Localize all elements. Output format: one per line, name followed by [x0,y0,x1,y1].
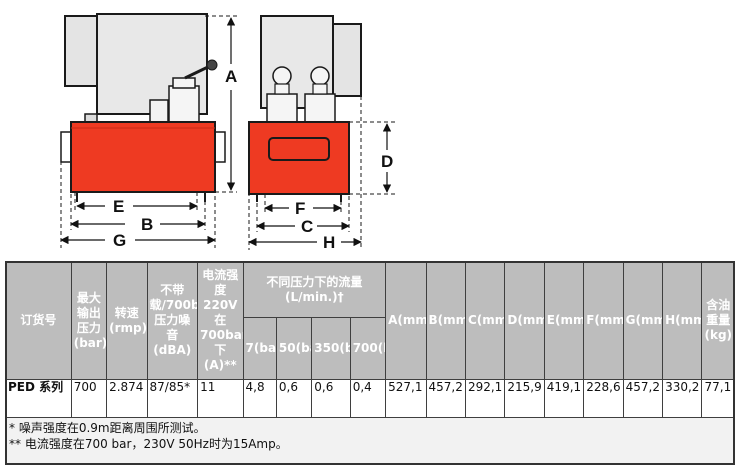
header-model: 订货号 [5,261,72,380]
header-dim-h: H(mm) [662,261,703,380]
header-dim-d: D(mm) [504,261,545,380]
header-dim-c: C(mm) [464,261,506,380]
cell-dim-e: 419,1 [543,379,585,418]
dim-label-g: G [113,231,126,250]
cell-flow-7: 4,8 [242,379,277,418]
spec-table: 订货号 最大输出压力(bar) 转速(rmp) 不带载/700bar压力噪音(d… [5,261,735,465]
dim-label-b: B [141,215,153,234]
cell-dim-h: 330,2 [662,379,703,418]
dim-label-a: A [225,67,237,86]
cell-dim-f: 228,6 [583,379,624,418]
header-flow-350: 350(bar) [311,317,351,380]
header-current: 电流强度220V在700bar下(A)** [197,261,244,380]
cell-dim-c: 292,1 [464,379,506,418]
cell-weight: 77,1 [701,379,735,418]
side-view [248,15,362,202]
dimension-drawing-svg: E B G A [60,13,395,252]
header-dim-f: F(mm) [583,261,624,380]
header-max-pressure: 最大输出压力(bar) [70,261,108,380]
footnotes-row: * 噪声强度在0.9m距离周围所测试。 ** 电流强度在700 bar，230V… [5,417,735,465]
front-view [60,13,226,202]
header-flow-7: 7(bar) [242,317,277,380]
cell-flow-350: 0,6 [311,379,351,418]
header-dim-e: E(mm) [543,261,585,380]
table-row: PED 系列 700 2.874 87/85* 11 4,8 0,6 0,6 0… [5,379,735,418]
header-dim-g: G(mm) [622,261,664,380]
dim-label-e: E [113,197,124,216]
footnote-noise: * 噪声强度在0.9m距离周围所测试。 [9,421,206,435]
dim-label-c: C [301,217,313,236]
cell-speed: 2.874 [106,379,148,418]
header-dim-a: A(mm) [385,261,427,380]
header-flow-700: 700(bar) [349,317,387,380]
pump-dimension-drawing: E B G A [5,4,445,258]
dim-label-d: D [381,152,393,171]
header-noise: 不带载/700bar压力噪音(dBA) [146,261,199,380]
cell-max-pressure: 700 [70,379,108,418]
dim-label-f: F [295,199,305,218]
cell-model: PED 系列 [5,379,72,418]
header-speed: 转速(rmp) [106,261,148,380]
header-weight: 含油重量(kg) [701,261,735,380]
header-flow-50: 50(bar) [275,317,313,380]
cell-dim-g: 457,2 [622,379,664,418]
cell-flow-50: 0,6 [275,379,313,418]
dim-label-h: H [323,233,335,252]
cell-dim-a: 527,1 [385,379,427,418]
cell-flow-700: 0,4 [349,379,387,418]
cell-noise: 87/85* [146,379,199,418]
cell-dim-b: 457,2 [425,379,466,418]
footnotes: * 噪声强度在0.9m距离周围所测试。 ** 电流强度在700 bar，230V… [5,417,735,465]
footnote-current: ** 电流强度在700 bar，230V 50Hz时为15Amp。 [9,437,288,451]
header-flow-group: 不同压力下的流量(L/min.)† [242,261,387,318]
cell-current: 11 [197,379,244,418]
header-dim-b: B(mm) [425,261,466,380]
cell-dim-d: 215,9 [504,379,545,418]
